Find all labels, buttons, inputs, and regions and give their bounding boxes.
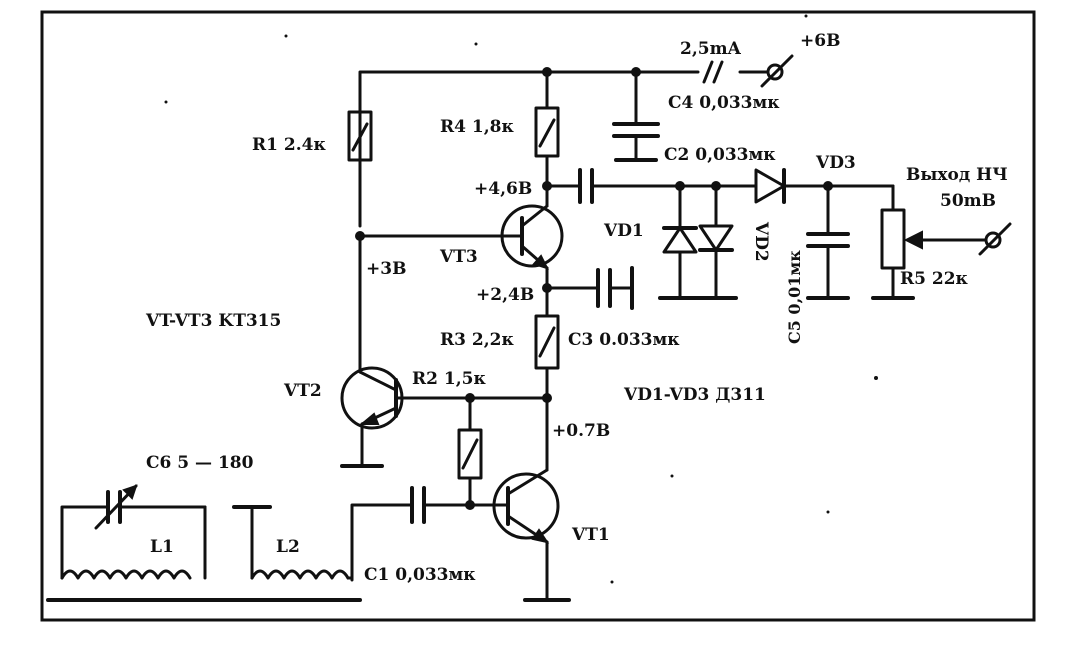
ammeter-break-mark xyxy=(702,60,724,84)
c5-label: C5 0,01мк xyxy=(785,250,804,344)
resistor-r4 xyxy=(534,70,560,208)
r3-label: R3 2,2к xyxy=(440,330,514,350)
scan-specks xyxy=(164,14,878,584)
v07-label: +0.7B xyxy=(552,421,610,441)
l2-label: L2 xyxy=(276,537,300,557)
resistor-r1 xyxy=(347,110,373,162)
r5-label: R5 22к xyxy=(900,269,969,289)
capacitor-c5 xyxy=(806,184,850,300)
capacitor-c3 xyxy=(545,266,634,310)
l1-label: L1 xyxy=(150,537,174,557)
transistor-vt1 xyxy=(468,448,571,602)
vd3-label: VD3 xyxy=(815,153,856,173)
capacitor-c4 xyxy=(612,70,660,162)
output-terminal xyxy=(978,222,1012,256)
capacitor-c2 xyxy=(545,168,758,204)
vd1-label: VD1 xyxy=(603,221,644,241)
potentiometer-r5 xyxy=(871,184,988,300)
c2-label: C2 0,033мк xyxy=(664,145,776,165)
vt2-label: VT2 xyxy=(283,381,322,401)
transistor-types-label: VT-VT3 KT315 xyxy=(145,311,281,331)
v46-label: +4,6B xyxy=(474,179,532,199)
output-label: Выход НЧ xyxy=(906,165,1008,185)
r1-label: R1 2.4к xyxy=(252,135,326,155)
c4-label: C4 0,033мк xyxy=(668,93,780,113)
v3-label: +3B xyxy=(366,259,406,279)
tank-circuit-l1-c6 xyxy=(60,484,207,580)
diodes-type-label: VD1-VD3 Д311 xyxy=(623,385,766,405)
diode-vd3 xyxy=(754,168,895,204)
r2-label: R2 1,5к xyxy=(412,369,486,389)
resistor-r2 xyxy=(457,396,483,507)
vt1-label: VT1 xyxy=(571,525,610,545)
inductor-l2 xyxy=(232,505,354,580)
transistor-vt3 xyxy=(358,204,564,290)
r4-label: R4 1,8к xyxy=(440,117,514,137)
vt3-label: VT3 xyxy=(439,247,478,267)
supply-voltage-label: +6B xyxy=(800,31,840,51)
vd2-label: VD2 xyxy=(751,221,771,262)
diagram-frame xyxy=(40,10,1036,622)
current-label: 2,5mA xyxy=(680,39,742,59)
capacitor-c1 xyxy=(350,486,472,582)
diode-vd2 xyxy=(694,184,738,300)
resistor-r3 xyxy=(534,286,560,452)
diode-vd1 xyxy=(658,184,702,300)
output-level-label: 50mB xyxy=(940,191,996,211)
supply-terminal xyxy=(760,54,794,88)
c1-label: C1 0,033мк xyxy=(364,565,476,585)
c3-label: C3 0.033мк xyxy=(568,330,680,350)
c6-label: C6 5 — 180 xyxy=(146,453,254,473)
v24-label: +2,4B xyxy=(476,285,534,305)
